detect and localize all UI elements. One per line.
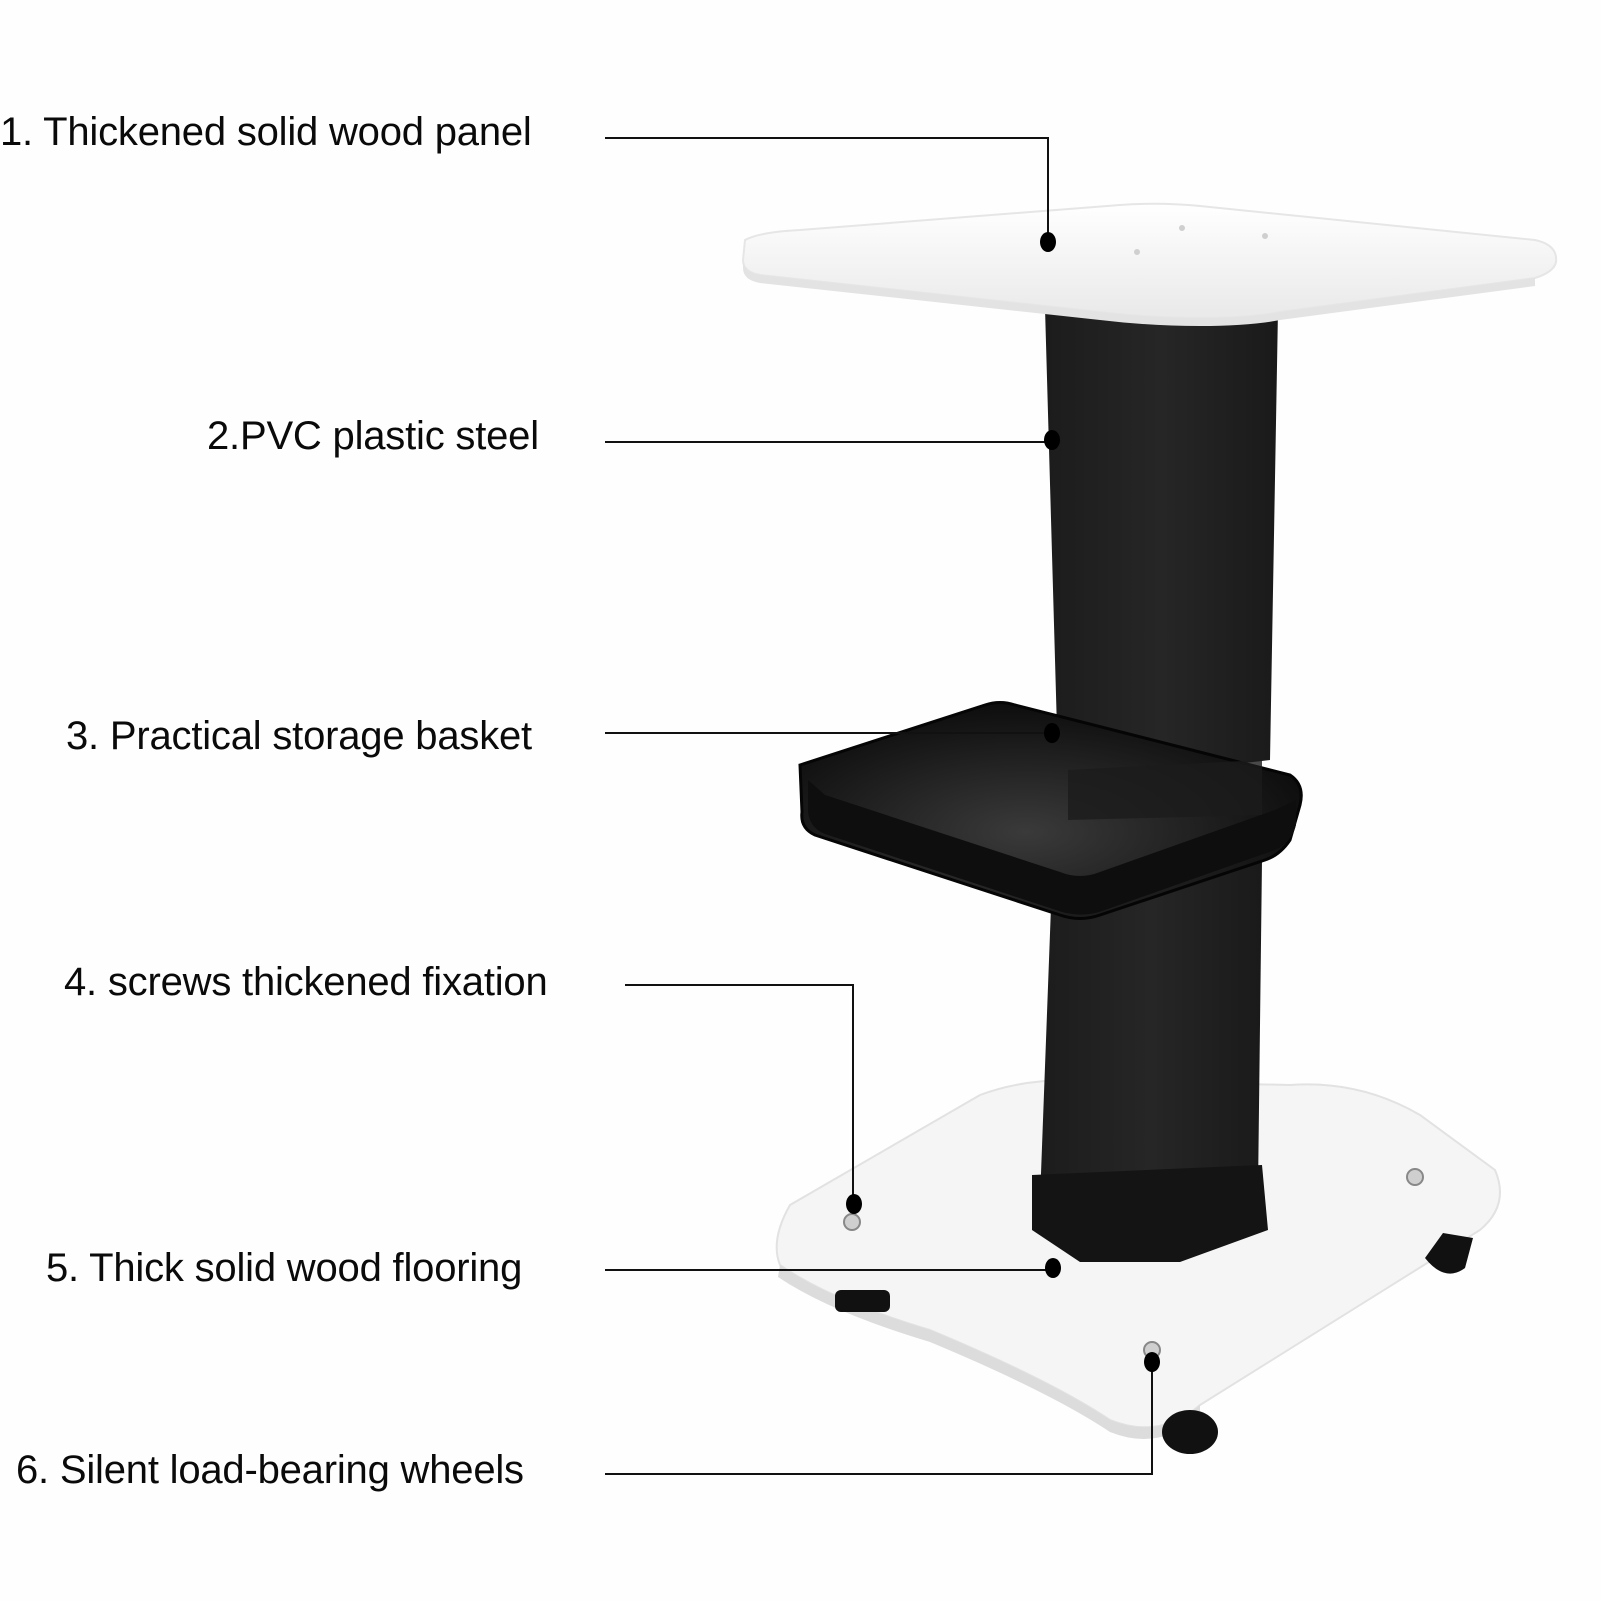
callout-dot-5 <box>1045 1258 1061 1278</box>
callout-dot-3 <box>1044 723 1060 743</box>
leader-line-1 <box>605 137 1049 242</box>
callout-label-2: 2.PVC plastic steel <box>207 414 539 458</box>
callout-label-1: 1. Thickened solid wood panel <box>0 110 532 154</box>
wheels <box>835 1233 1473 1454</box>
callout-label-5: 5. Thick solid wood flooring <box>46 1246 523 1290</box>
storage-basket <box>798 701 1303 920</box>
callout-dot-1 <box>1040 232 1056 252</box>
callout-dot-6 <box>1144 1352 1160 1372</box>
leader-lines <box>605 137 1153 1475</box>
upper-column <box>1045 308 1278 769</box>
callout-label-3: 3. Practical storage basket <box>66 714 532 758</box>
lower-column <box>1032 860 1268 1262</box>
callout-label-6: 6. Silent load-bearing wheels <box>16 1448 524 1492</box>
leader-line-6 <box>605 1365 1153 1475</box>
callout-dots <box>846 232 1160 1372</box>
top-panel <box>741 202 1558 326</box>
leader-line-4 <box>625 984 854 1203</box>
callout-label-4: 4. screws thickened fixation <box>64 960 548 1004</box>
callout-dot-4 <box>846 1194 862 1214</box>
callout-dot-2 <box>1044 430 1060 450</box>
